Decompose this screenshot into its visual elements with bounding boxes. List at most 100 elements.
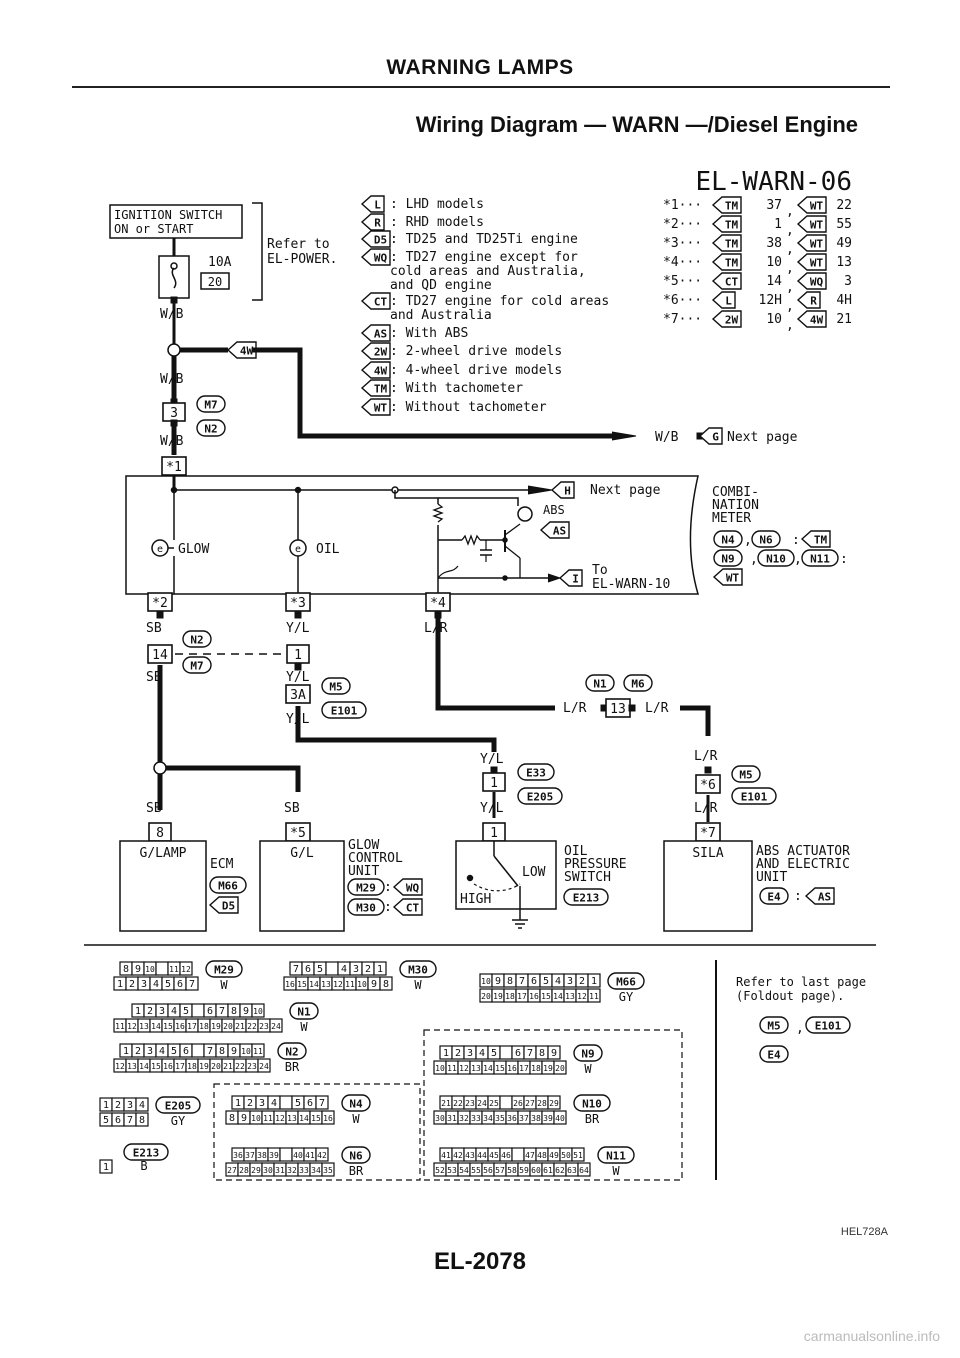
refer-conn-m5-label: M5 [767,1020,780,1033]
conn-n9-pin-label-16: 16 [507,1064,517,1073]
conn-n6-pin-label-32: 32 [287,1166,297,1175]
conn-m7-mid-label: M7 [190,660,203,673]
conn-n1-pin-24 [269,1018,283,1033]
label-sila: SILA [692,846,723,861]
legend-code-l [360,195,385,213]
wire-label-wb-1: W/B [160,307,184,322]
footnote-4-av: 10 [766,255,782,270]
sila-box [663,840,753,932]
conn-n11-pin-51 [571,1147,585,1162]
conn-m30-pin-label-10: 10 [357,980,367,989]
conn-m30-pin-label-2: 2 [365,964,371,975]
terminal [294,611,302,619]
conn-n10-pin-label-36: 36 [507,1114,517,1123]
pin-star1-label: *1 [166,460,182,475]
conn-e205-pin-label-3: 3 [127,1100,133,1111]
conn-n1-pin-label-22: 22 [247,1022,257,1031]
wire-label-wb-2: W/B [160,372,184,387]
conn-n6-pin-42 [315,1147,329,1162]
conn-n4-pin-label-3: 3 [259,1098,265,1109]
conn-e205-pin-8 [135,1112,149,1127]
legend-text-as-0: : With ABS [390,326,468,341]
legend-text-2w-0: : 2-wheel drive models [390,344,562,359]
label-abs: ABS [543,503,565,517]
glow-unit-label-1: CONTROL [348,851,403,866]
conn-n10-pin-label-30: 30 [435,1114,445,1123]
conn-m30-pin-label-7: 7 [293,964,299,975]
conn-n11-pin-label-56: 56 [483,1166,493,1175]
footnote-1-b [796,196,827,214]
abs-unit-label-2: UNIT [756,870,787,885]
legend-text-wt-0: : Without tachometer [390,400,547,415]
tag-h-label: H [564,485,571,498]
conn-m66-pin-label-20: 20 [481,992,491,1001]
footnote-4-id: *4··· [663,255,702,270]
wire-lr-main [435,612,555,711]
conn-n4-pin-16 [321,1110,335,1125]
conn-n10-pin-label-29: 29 [549,1099,559,1108]
conn-e101-right [731,787,777,805]
conn-n2-pin-label-14: 14 [139,1062,149,1071]
diagram-id: EL-WARN-06 [695,167,852,197]
tag-4w-label: 4W [240,345,254,358]
oil-lamp-symbol: e [295,544,301,555]
conn-e205-pin-label-4: 4 [139,1100,145,1111]
footnote-6-a-label: L [725,295,732,308]
conn-m30-pin-8 [379,976,393,991]
conn-m29-pin-label-8: 8 [123,964,129,975]
conn-n11-meter [801,549,839,567]
footnote-6-comma: , [786,299,794,314]
conn-view-label-e205-label: E205 [165,1100,192,1113]
footnote-6-a [711,291,736,309]
tag-i [558,569,583,587]
power-refer-page: EL-POWER. [267,252,337,267]
pin-3a [285,684,311,704]
conn-n10-pin-label-33: 33 [471,1114,481,1123]
footnote-3-id: *3··· [663,236,702,251]
arrow-next-page-g [611,431,637,441]
refer-foldout: (Foldout page). [736,989,844,1003]
page-number: EL-2078 [433,1248,527,1275]
wire-label-sb-4: SB [284,801,300,816]
conn-m30-pin-label-9: 9 [371,979,377,990]
conn-n10-pin-label-21: 21 [441,1099,451,1108]
conn-m30-pin-label-4: 4 [341,964,347,975]
tag-as-abs-label: AS [818,891,831,904]
conn-n2-pin-label-15: 15 [151,1062,161,1071]
abs-colon: : [794,889,802,904]
conn-n4-pin-label-4: 4 [271,1098,277,1109]
conn-m30-pin-1 [373,961,387,976]
conn-m30-pin-label-5: 5 [317,964,323,975]
footnote-2-bv: 55 [836,217,852,232]
footnote-5-b [796,272,827,290]
footnote-7-av: 10 [766,312,782,327]
conn-m30-pin-label-8: 8 [383,979,389,990]
footnote-4-a-label: TM [725,257,739,270]
tag-tm-meter [800,530,831,548]
conn-m66-pin-label-3: 3 [567,976,573,987]
footnote-2-b [796,215,827,233]
conn-n4-pin-label-2: 2 [247,1098,253,1109]
conn-m5-left-label: M5 [329,681,342,694]
wire-label-yl-5: Y/L [480,801,504,816]
tag-as [539,521,570,539]
conn-n1-pin-label-10: 10 [253,1007,263,1016]
conn-n1-pin-label-14: 14 [151,1022,161,1031]
conn-view-color-n11: W [612,1164,620,1178]
conn-m30-pin-label-15: 15 [297,980,307,989]
conn-n9-pin-9 [547,1045,561,1060]
footnote-5-a [711,272,742,290]
conn-m66-pin-label-19: 19 [493,992,503,1001]
legend-code-as [360,324,391,342]
legend-code-ct-label: CT [374,296,388,309]
conn-e4-abs [759,887,789,905]
conn-m29-glow-label: M29 [356,882,376,895]
conn-n9-pin-20 [553,1060,567,1075]
conn-n11-pin-label-41: 41 [441,1151,451,1160]
conn-m30-pin-label-11: 11 [345,980,355,989]
conn-n2-pin-label-1: 1 [123,1046,129,1057]
conn-n1-pin-label-13: 13 [139,1022,149,1031]
conn-n9-meter-label: N9 [721,553,734,566]
